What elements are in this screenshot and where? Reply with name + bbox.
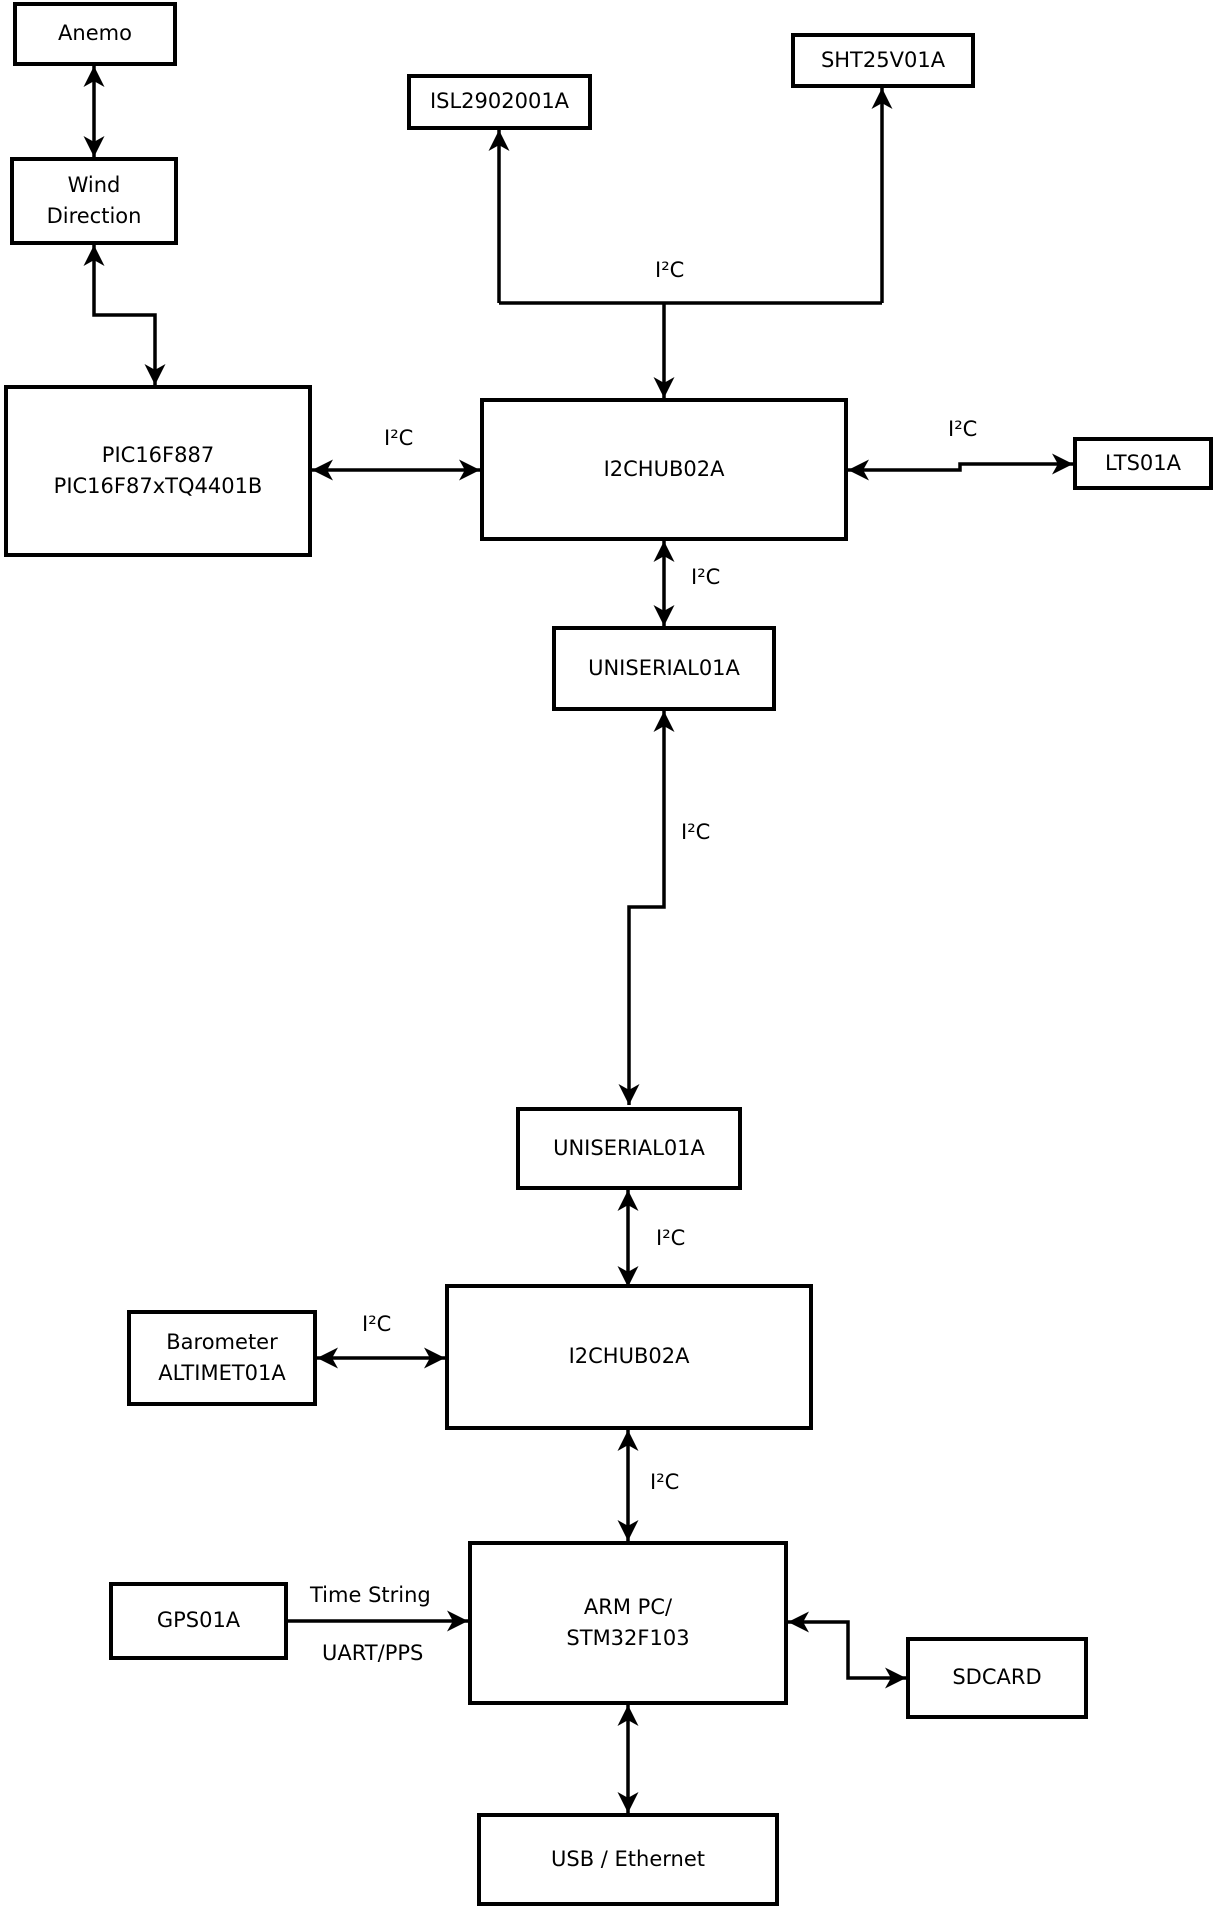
edge-armpc-sdcard [788,1611,906,1689]
label-time-string: Time String [310,1583,431,1607]
node-isl2902001a-label: ISL2902001A [429,89,570,114]
node-arm-pc-stm32f103: ARM PC/ STM32F103 [468,1541,788,1705]
node-wind-direction-line2: Direction [46,204,142,228]
edge-wind-pic [83,245,166,385]
node-uniserial01a-bottom-label: UNISERIAL01A [553,1135,705,1160]
node-i2chub02a-bottom-label: I2CHUB02A [568,1344,690,1369]
label-i2c-hub-uniserial: I²C [691,565,721,589]
edge-uniserial-link [618,711,675,1105]
label-i2c-hub2-arm: I²C [650,1470,680,1494]
node-isl2902001a: ISL2902001A [407,74,592,130]
node-barometer-line1: Barometer [166,1329,278,1354]
node-barometer-altimet01a: Barometer ALTIMET01A [127,1310,317,1406]
node-sht25v01a: SHT25V01A [791,33,975,88]
label-i2c-barometer-hub2: I²C [362,1312,392,1336]
node-i2chub02a-top-label: I2CHUB02A [603,456,725,481]
node-uniserial01a-top: UNISERIAL01A [552,626,776,711]
node-wind-direction-line1: Wind [67,172,121,197]
node-barometer-line2: ALTIMET01A [158,1361,286,1385]
node-i2chub02a-top: I2CHUB02A [480,398,848,541]
label-i2c-uniserial-link: I²C [681,820,711,844]
label-uart-pps: UART/PPS [322,1641,424,1665]
node-wind-direction: Wind Direction [10,157,178,245]
node-lts01a-label: LTS01A [1104,450,1182,475]
node-pic16f887-line1: PIC16F887 [101,442,215,467]
node-uniserial01a-top-label: UNISERIAL01A [588,655,740,680]
label-i2c-bus-top: I²C [655,258,685,282]
node-uniserial01a-bottom: UNISERIAL01A [516,1107,742,1190]
label-i2c-hub-lts: I²C [948,417,978,441]
node-sht25v01a-label: SHT25V01A [820,47,946,72]
node-pic16f887-line2: PIC16F87xTQ4401B [53,474,263,498]
node-pic16f887: PIC16F887 PIC16F87xTQ4401B [4,385,312,557]
node-gps01a: GPS01A [109,1582,288,1660]
label-i2c-uniserial-hub2: I²C [656,1226,686,1250]
node-anemo-label: Anemo [58,21,132,46]
node-usb-ethernet-label: USB / Ethernet [551,1846,705,1871]
node-sdcard: SDCARD [906,1637,1088,1719]
node-lts01a: LTS01A [1073,437,1213,490]
node-usb-ethernet: USB / Ethernet [477,1813,779,1906]
node-gps01a-label: GPS01A [156,1608,241,1633]
label-i2c-pic-hub: I²C [384,426,414,450]
node-i2chub02a-bottom: I2CHUB02A [445,1284,813,1430]
node-arm-pc-line1: ARM PC/ [583,1594,673,1619]
node-arm-pc-line2: STM32F103 [566,1626,690,1650]
node-sdcard-label: SDCARD [952,1665,1042,1690]
node-anemo: Anemo [13,2,177,66]
edge-hubtop-lts [848,453,1073,481]
